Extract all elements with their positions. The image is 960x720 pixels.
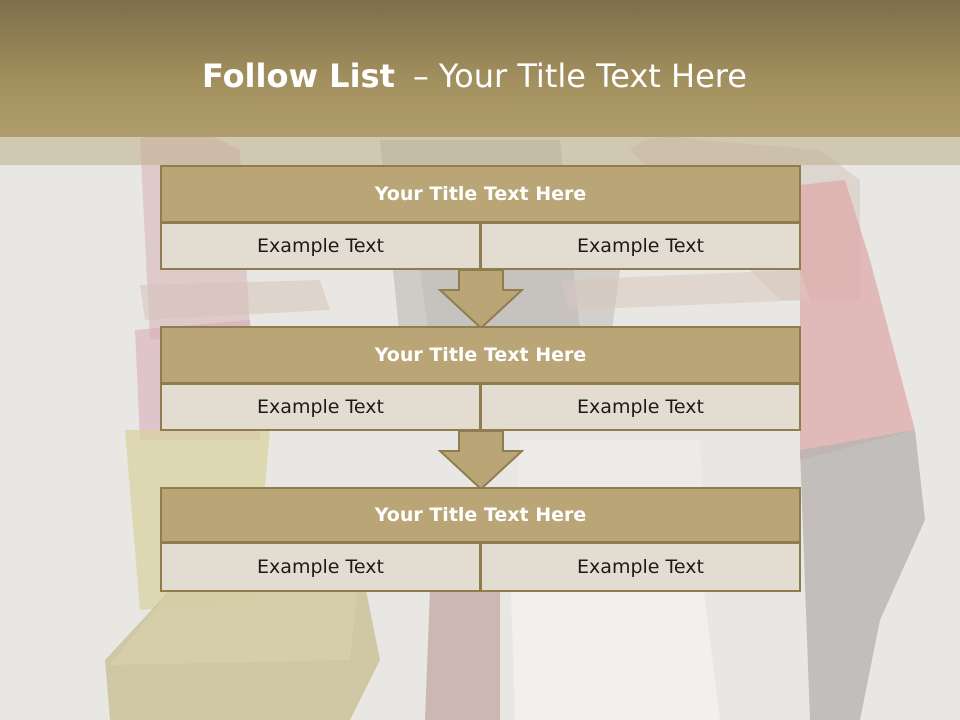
step-cell-left: Example Text (160, 542, 481, 592)
step-row: Example Text Example Text (160, 222, 801, 270)
step-heading: Your Title Text Here (160, 326, 801, 384)
step-cell-right: Example Text (480, 542, 801, 592)
step-row: Example Text Example Text (160, 383, 801, 431)
down-arrow-icon (438, 431, 524, 491)
down-arrow-icon (438, 270, 524, 330)
step-block: Your Title Text Here Example Text Exampl… (160, 326, 801, 431)
slide-title: Follow List–Your Title Text Here (202, 56, 747, 96)
step-block: Your Title Text Here Example Text Exampl… (160, 165, 801, 270)
slide-title-separator: – (412, 57, 429, 95)
header-band (0, 0, 960, 137)
step-cell-left: Example Text (160, 383, 481, 431)
step-block: Your Title Text Here Example Text Exampl… (160, 487, 801, 592)
step-row: Example Text Example Text (160, 542, 801, 592)
header-strip (0, 137, 960, 165)
step-heading: Your Title Text Here (160, 165, 801, 223)
step-cell-right: Example Text (480, 383, 801, 431)
step-cell-left: Example Text (160, 222, 481, 270)
slide-title-rest: Your Title Text Here (438, 57, 747, 95)
slide-title-bold: Follow List (202, 57, 395, 95)
step-cell-right: Example Text (480, 222, 801, 270)
step-heading: Your Title Text Here (160, 487, 801, 543)
